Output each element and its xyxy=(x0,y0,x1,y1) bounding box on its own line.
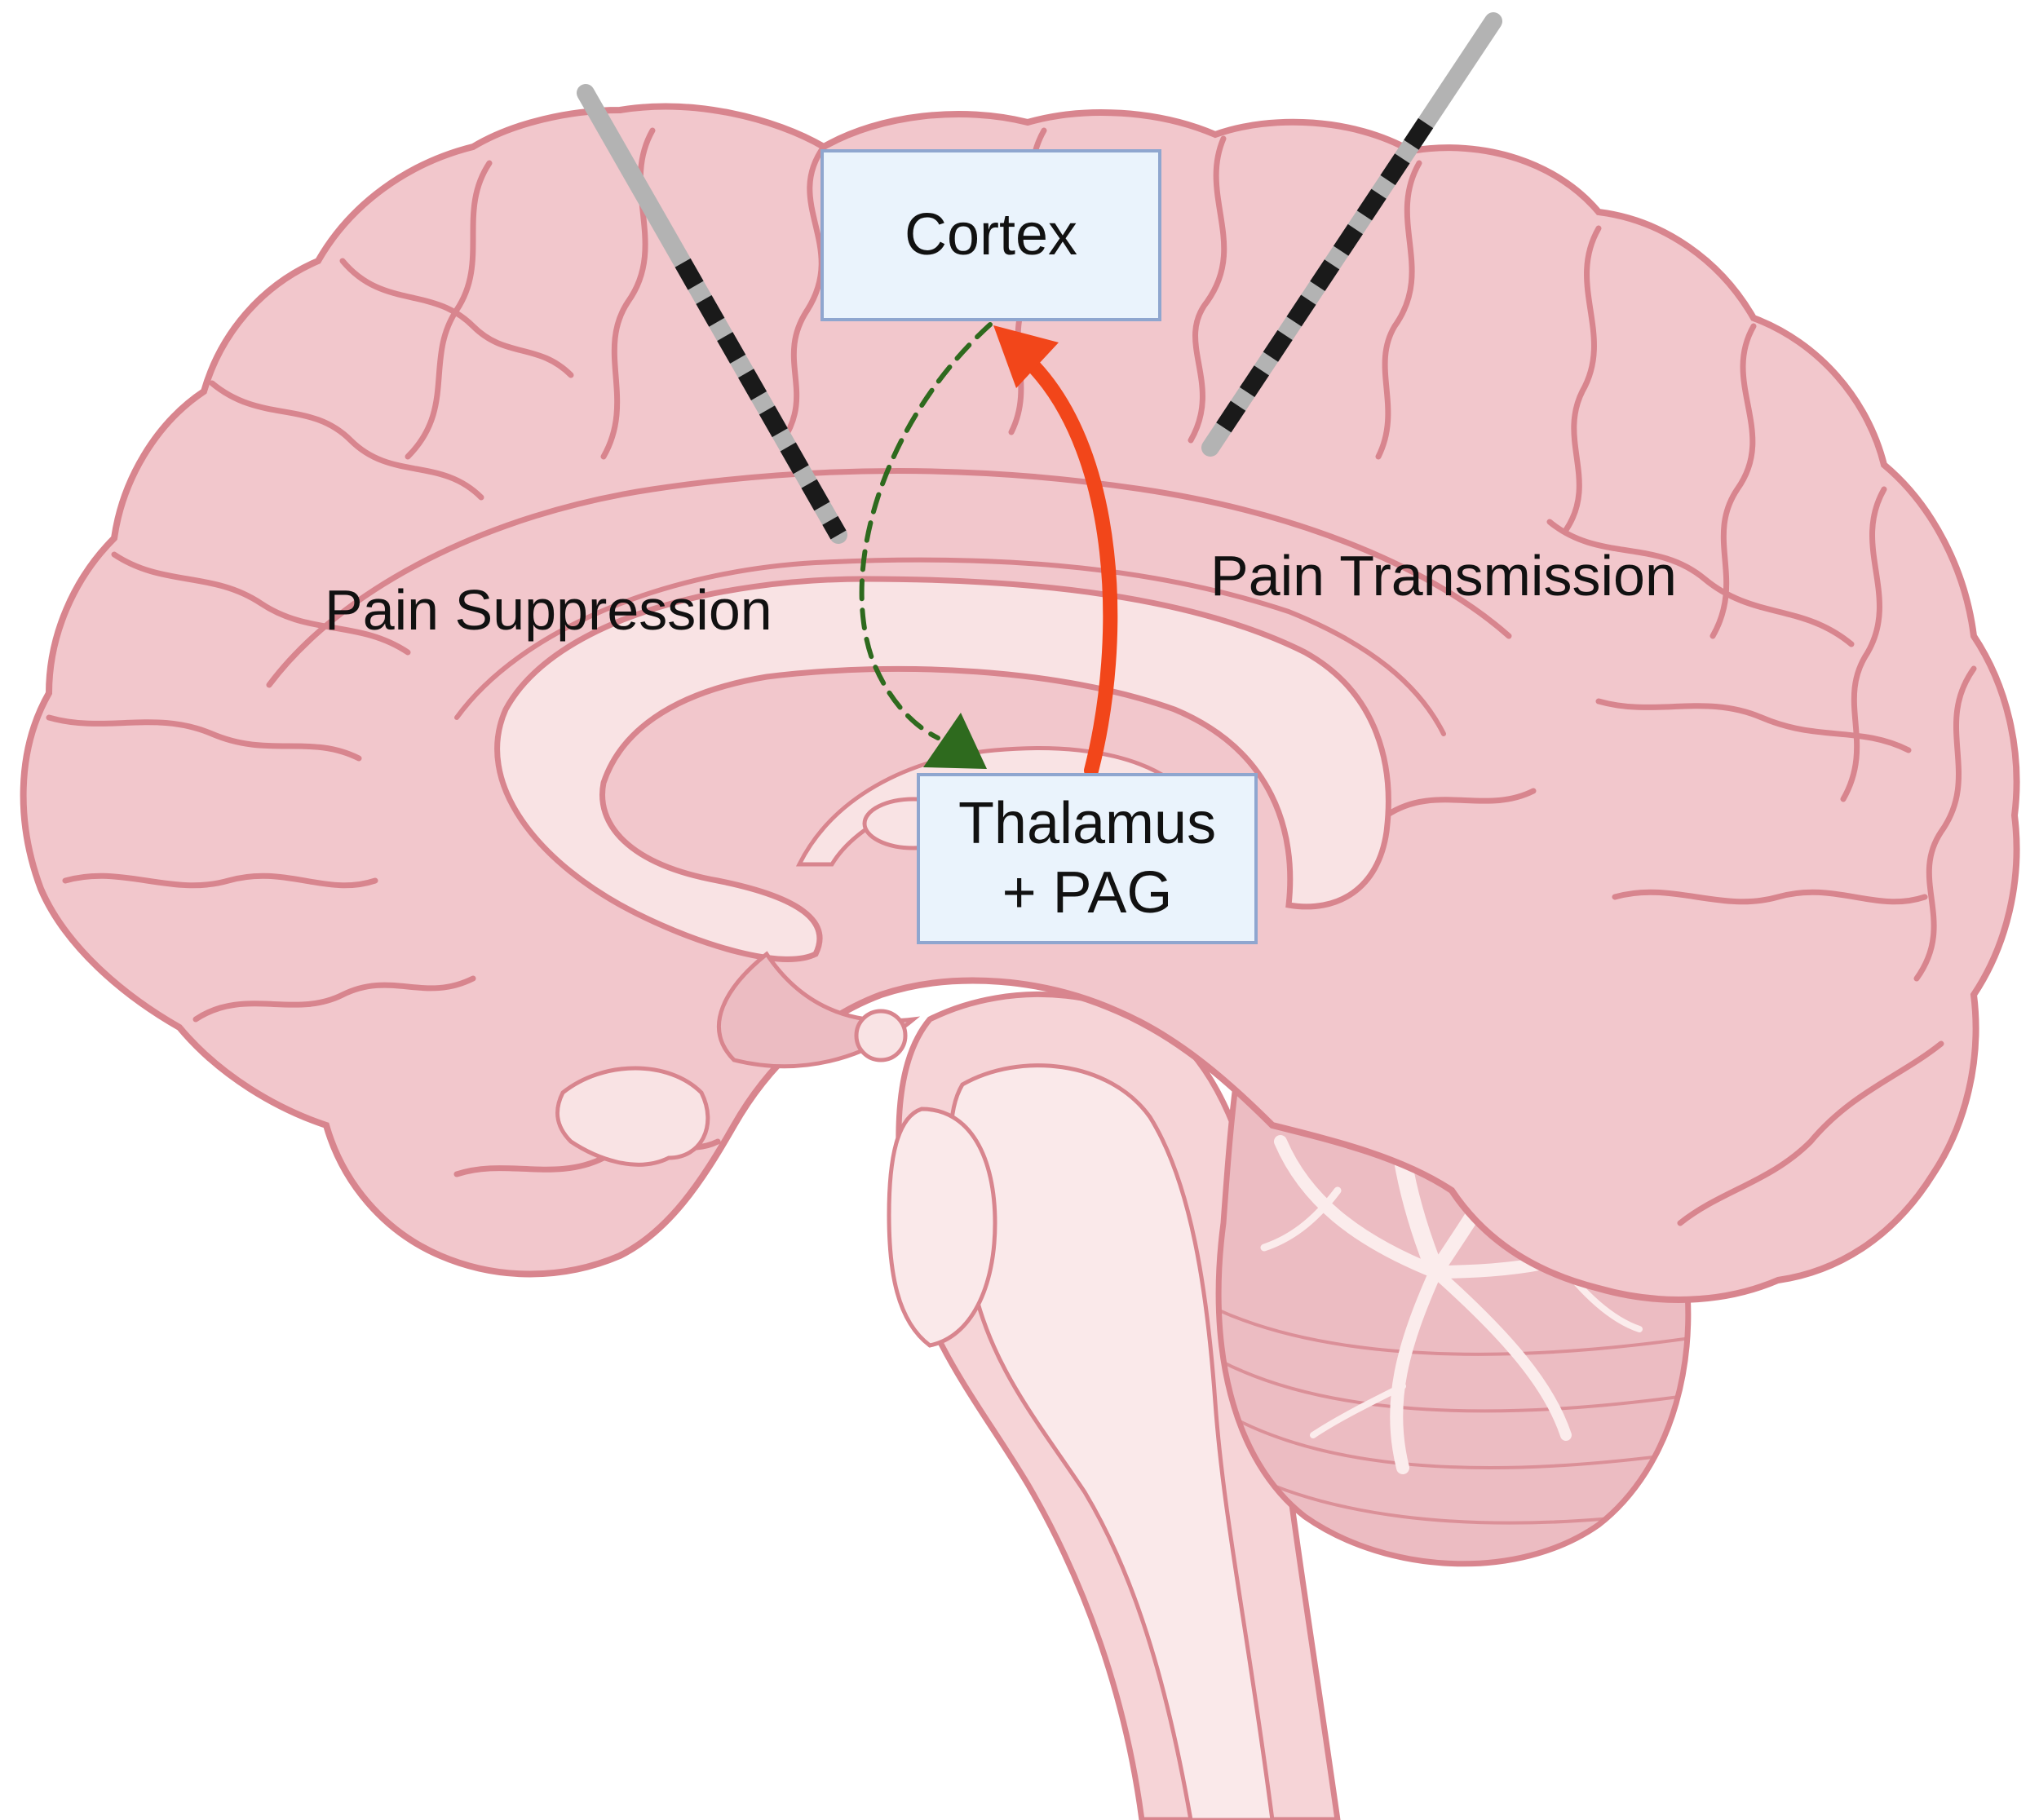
left-electrode xyxy=(577,84,847,544)
pain-transmission-label: Pain Transmission xyxy=(1210,544,1677,607)
pain-suppression-arrow xyxy=(859,322,993,769)
cortex-box: Cortex xyxy=(820,149,1161,321)
right-electrode xyxy=(1201,12,1502,457)
thalamus-pag-box: Thalamus + PAG xyxy=(917,773,1258,944)
pag-label: + PAG xyxy=(1002,860,1173,925)
pain-transmission-arrow xyxy=(993,325,1118,778)
cortex-label: Cortex xyxy=(904,202,1078,268)
cerebrum xyxy=(20,103,2020,1303)
pituitary xyxy=(555,1066,710,1167)
thalamus-label: Thalamus xyxy=(958,791,1217,857)
pons xyxy=(887,1107,997,1348)
mammillary-body xyxy=(854,1009,908,1062)
pain-suppression-label: Pain Suppression xyxy=(325,578,772,642)
callosal-sulcus xyxy=(454,557,1446,736)
gyri xyxy=(46,127,1977,1226)
